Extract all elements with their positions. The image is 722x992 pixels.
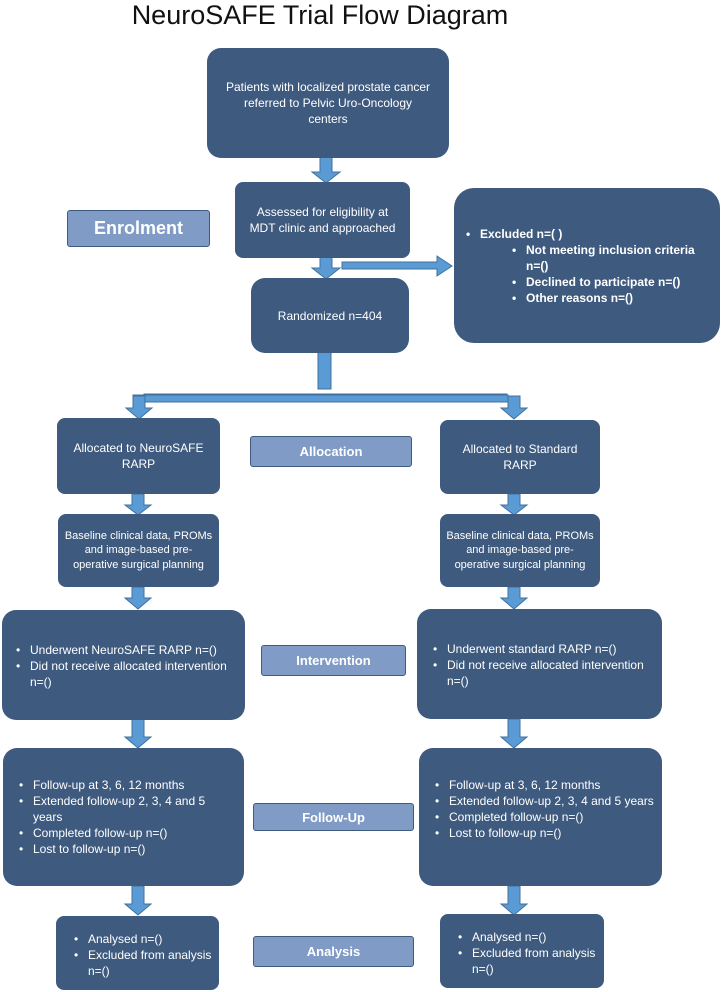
arrow-to-excluded (341, 255, 453, 277)
left-analysis-item: Analysed n=() (68, 931, 213, 947)
right-analysis-item: Analysed n=() (452, 929, 598, 945)
left-follow-up-item: Lost to follow-up n=() (13, 841, 236, 857)
left-intervention-item: Underwent NeuroSAFE RARP n=() (10, 642, 237, 658)
right-follow-up-box: Follow-up at 3, 6, 12 months Extended fo… (419, 748, 662, 886)
left-baseline-text: Baseline clinical data, PROMs and image-… (64, 529, 213, 571)
left-allocated-text: Allocated to NeuroSAFE RARP (73, 441, 204, 471)
arrow-left-baseline-to-intervention (123, 586, 153, 610)
right-intervention-box: Underwent standard RARP n=() Did not rec… (417, 609, 662, 719)
randomized-box: Randomized n=404 (251, 278, 409, 353)
arrow-left-intervention-to-followup (123, 718, 153, 749)
stage-label-analysis: Analysis (253, 936, 414, 967)
right-follow-up-item: Extended follow-up 2, 3, 4 and 5 years (429, 793, 654, 809)
arrow-split-left-head (124, 395, 154, 420)
left-analysis-box: Analysed n=() Excluded from analysis n=(… (56, 916, 219, 990)
stage-label-allocation: Allocation (250, 436, 412, 467)
left-intervention-box: Underwent NeuroSAFE RARP n=() Did not re… (2, 610, 245, 720)
left-allocated-box: Allocated to NeuroSAFE RARP (57, 418, 220, 494)
stage-label-enrolment: Enrolment (67, 210, 210, 247)
arrow-right-intervention-to-followup (499, 718, 529, 749)
right-follow-up-item: Completed follow-up n=() (429, 809, 654, 825)
right-baseline-box: Baseline clinical data, PROMs and image-… (440, 514, 600, 587)
right-intervention-item: Did not receive allocated intervention n… (427, 657, 654, 689)
arrow-split-left (132, 394, 509, 403)
right-intervention-item: Underwent standard RARP n=() (427, 641, 654, 657)
excluded-item: Not meeting inclusion criteria n=() (506, 242, 710, 274)
left-follow-up-item: Extended follow-up 2, 3, 4 and 5 years (13, 793, 236, 825)
arrow-split-right-head (499, 395, 529, 420)
left-follow-up-item: Follow-up at 3, 6, 12 months (13, 777, 236, 793)
stage-label-follow-up: Follow-Up (253, 803, 414, 831)
left-analysis-item: Excluded from analysis n=() (68, 947, 213, 979)
referral-text: Patients with localized prostate cancer … (225, 80, 431, 126)
excluded-header: Excluded n=( ) (460, 226, 710, 242)
right-analysis-box: Analysed n=() Excluded from analysis n=(… (440, 914, 604, 988)
arrow-left-followup-to-analysis (123, 885, 153, 916)
randomized-text: Randomized n=404 (277, 308, 383, 323)
arrow-right-baseline-to-intervention (499, 586, 529, 610)
left-follow-up-item: Completed follow-up n=() (13, 825, 236, 841)
right-analysis-item: Excluded from analysis n=() (452, 945, 598, 977)
excluded-item: Declined to participate n=() (506, 274, 710, 290)
left-baseline-box: Baseline clinical data, PROMs and image-… (58, 514, 219, 587)
excluded-box: Excluded n=( ) Not meeting inclusion cri… (454, 188, 720, 343)
arrow-randomized-down (317, 351, 332, 390)
left-follow-up-box: Follow-up at 3, 6, 12 months Extended fo… (3, 748, 244, 886)
excluded-item: Other reasons n=() (506, 290, 710, 306)
right-allocated-box: Allocated to Standard RARP (440, 420, 600, 494)
referral-box: Patients with localized prostate cancer … (207, 48, 449, 158)
arrow-left-allocated-to-baseline (123, 493, 153, 516)
right-allocated-text: Allocated to Standard RARP (462, 442, 578, 472)
arrow-right-followup-to-analysis (499, 885, 529, 916)
right-follow-up-item: Follow-up at 3, 6, 12 months (429, 777, 654, 793)
arrow-referral-to-eligibility (310, 156, 342, 184)
page-title: NeuroSAFE Trial Flow Diagram (131, 0, 509, 30)
arrow-right-allocated-to-baseline (499, 493, 529, 516)
eligibility-text: Assessed for eligibility at MDT clinic a… (249, 205, 396, 235)
arrow-eligibility-to-randomized (310, 256, 342, 280)
left-intervention-item: Did not receive allocated intervention n… (10, 658, 237, 690)
stage-label-intervention: Intervention (261, 645, 406, 676)
eligibility-box: Assessed for eligibility at MDT clinic a… (235, 182, 410, 258)
right-baseline-text: Baseline clinical data, PROMs and image-… (446, 529, 594, 571)
right-follow-up-item: Lost to follow-up n=() (429, 825, 654, 841)
